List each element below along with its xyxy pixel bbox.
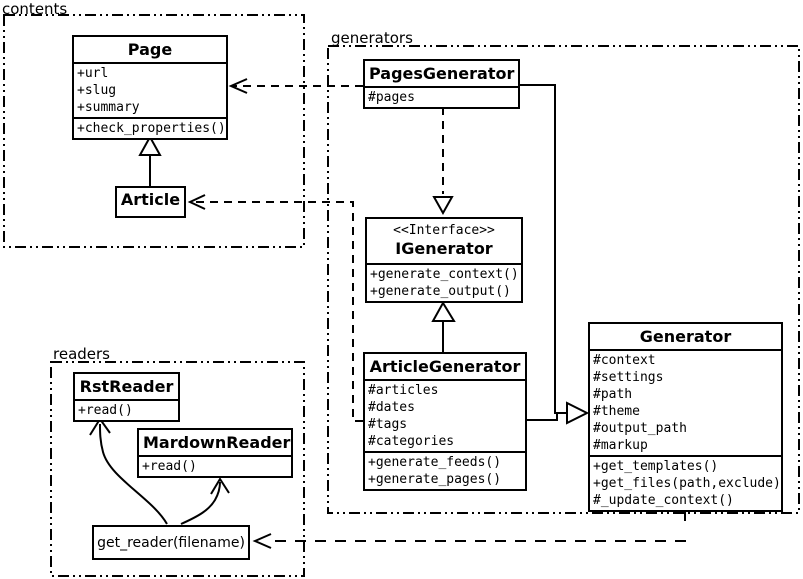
- class-methods-page: +check_properties(): [74, 119, 226, 138]
- arrow-getreader-mardownreader-head: [210, 477, 230, 495]
- class-title-page: Page: [74, 37, 226, 64]
- method: +read(): [142, 459, 197, 474]
- attribute: +url: [77, 66, 109, 81]
- class-attributes-articlegenerator: #articles #dates #tags #categories: [365, 381, 525, 453]
- arrow-getreader-rstreader: [99, 423, 168, 525]
- generalization-articlegenerator-generator-line: [525, 413, 558, 421]
- class-title-article: Article: [120, 190, 181, 209]
- attribute: #output_path: [593, 421, 687, 436]
- class-methods-articlegenerator: +generate_feeds() +generate_pages(): [365, 453, 525, 489]
- function-label-getreader: get_reader(filename): [97, 534, 245, 551]
- class-box-pagesgenerator: PagesGenerator #pages: [363, 59, 520, 109]
- class-attributes-page: +url +slug +summary: [74, 64, 226, 119]
- realization-pagesgenerator-igenerator-triangle: [432, 196, 454, 216]
- dependency-articlegenerator-article: [194, 201, 363, 422]
- attribute: #markup: [593, 438, 648, 453]
- attribute: #tags: [368, 417, 408, 432]
- generalization-pagesgenerator-generator-line: [520, 84, 566, 414]
- class-methods-mardownreader: +read(): [139, 457, 291, 476]
- generalization-generator-triangle: [566, 401, 590, 425]
- package-border-readers: [50, 361, 305, 577]
- package-border-generators: [327, 45, 800, 514]
- dependency-articlegenerator-article-arrowhead: [187, 194, 206, 210]
- class-box-rstreader: RstReader +read(): [73, 372, 180, 422]
- class-title-articlegenerator: ArticleGenerator: [365, 354, 525, 381]
- class-title-mardownreader: MardownReader: [139, 430, 291, 457]
- method: +get_files(path,exclude): [593, 476, 781, 491]
- class-box-mardownreader: MardownReader +read(): [137, 428, 293, 478]
- package-label-contents: contents: [2, 0, 68, 18]
- attribute: #settings: [593, 370, 664, 385]
- method: +generate_feeds(): [368, 455, 502, 470]
- dependency-generator-getreader-arrowhead: [252, 533, 272, 549]
- arrow-getreader-mardownreader: [180, 481, 221, 525]
- attribute: +summary: [77, 100, 140, 115]
- class-attributes-generator: #context #settings #path #theme #output_…: [590, 351, 781, 457]
- generalization-article-page-triangle: [138, 134, 162, 156]
- class-box-igenerator: <<Interface>> IGenerator +generate_conte…: [365, 217, 523, 303]
- class-box-generator: Generator #context #settings #path #them…: [588, 322, 783, 512]
- class-box-article: Article: [115, 186, 186, 218]
- method: +generate_pages(): [368, 472, 502, 487]
- class-box-page: Page +url +slug +summary +check_properti…: [72, 35, 228, 140]
- class-title-rstreader: RstReader: [75, 374, 178, 401]
- method: +generate_output(): [370, 284, 511, 299]
- class-header-igenerator: <<Interface>> IGenerator: [367, 219, 521, 265]
- class-title-generator: Generator: [590, 324, 781, 351]
- attribute: #categories: [368, 434, 455, 449]
- package-label-generators: generators: [331, 29, 413, 47]
- attribute: #theme: [593, 404, 640, 419]
- class-stereotype-igenerator: <<Interface>>: [393, 223, 495, 238]
- package-border-contents: [3, 14, 305, 248]
- attribute: +slug: [77, 83, 117, 98]
- class-methods-generator: +get_templates() +get_files(path,exclude…: [590, 457, 781, 510]
- attribute: #dates: [368, 400, 415, 415]
- class-title-pagesgenerator: PagesGenerator: [365, 61, 518, 88]
- method: +get_templates(): [593, 459, 719, 474]
- dependency-pagesgenerator-page-arrowhead: [228, 78, 248, 94]
- method: +check_properties(): [77, 121, 226, 136]
- method: +generate_context(): [370, 267, 519, 282]
- method: #_update_context(): [593, 493, 734, 508]
- attribute: #context: [593, 353, 656, 368]
- attribute: #pages: [368, 90, 415, 105]
- class-title-igenerator: IGenerator: [395, 239, 493, 258]
- class-attributes-pagesgenerator: #pages: [365, 88, 518, 107]
- class-methods-rstreader: +read(): [75, 401, 178, 420]
- generalization-articlegenerator-igenerator-triangle: [431, 301, 456, 322]
- package-label-readers: readers: [53, 345, 110, 363]
- attribute: #path: [593, 387, 633, 402]
- class-methods-igenerator: +generate_context() +generate_output(): [367, 265, 521, 301]
- function-box-getreader: get_reader(filename): [92, 525, 250, 560]
- method: +read(): [78, 403, 133, 418]
- class-box-articlegenerator: ArticleGenerator #articles #dates #tags …: [363, 352, 527, 491]
- attribute: #articles: [368, 383, 439, 398]
